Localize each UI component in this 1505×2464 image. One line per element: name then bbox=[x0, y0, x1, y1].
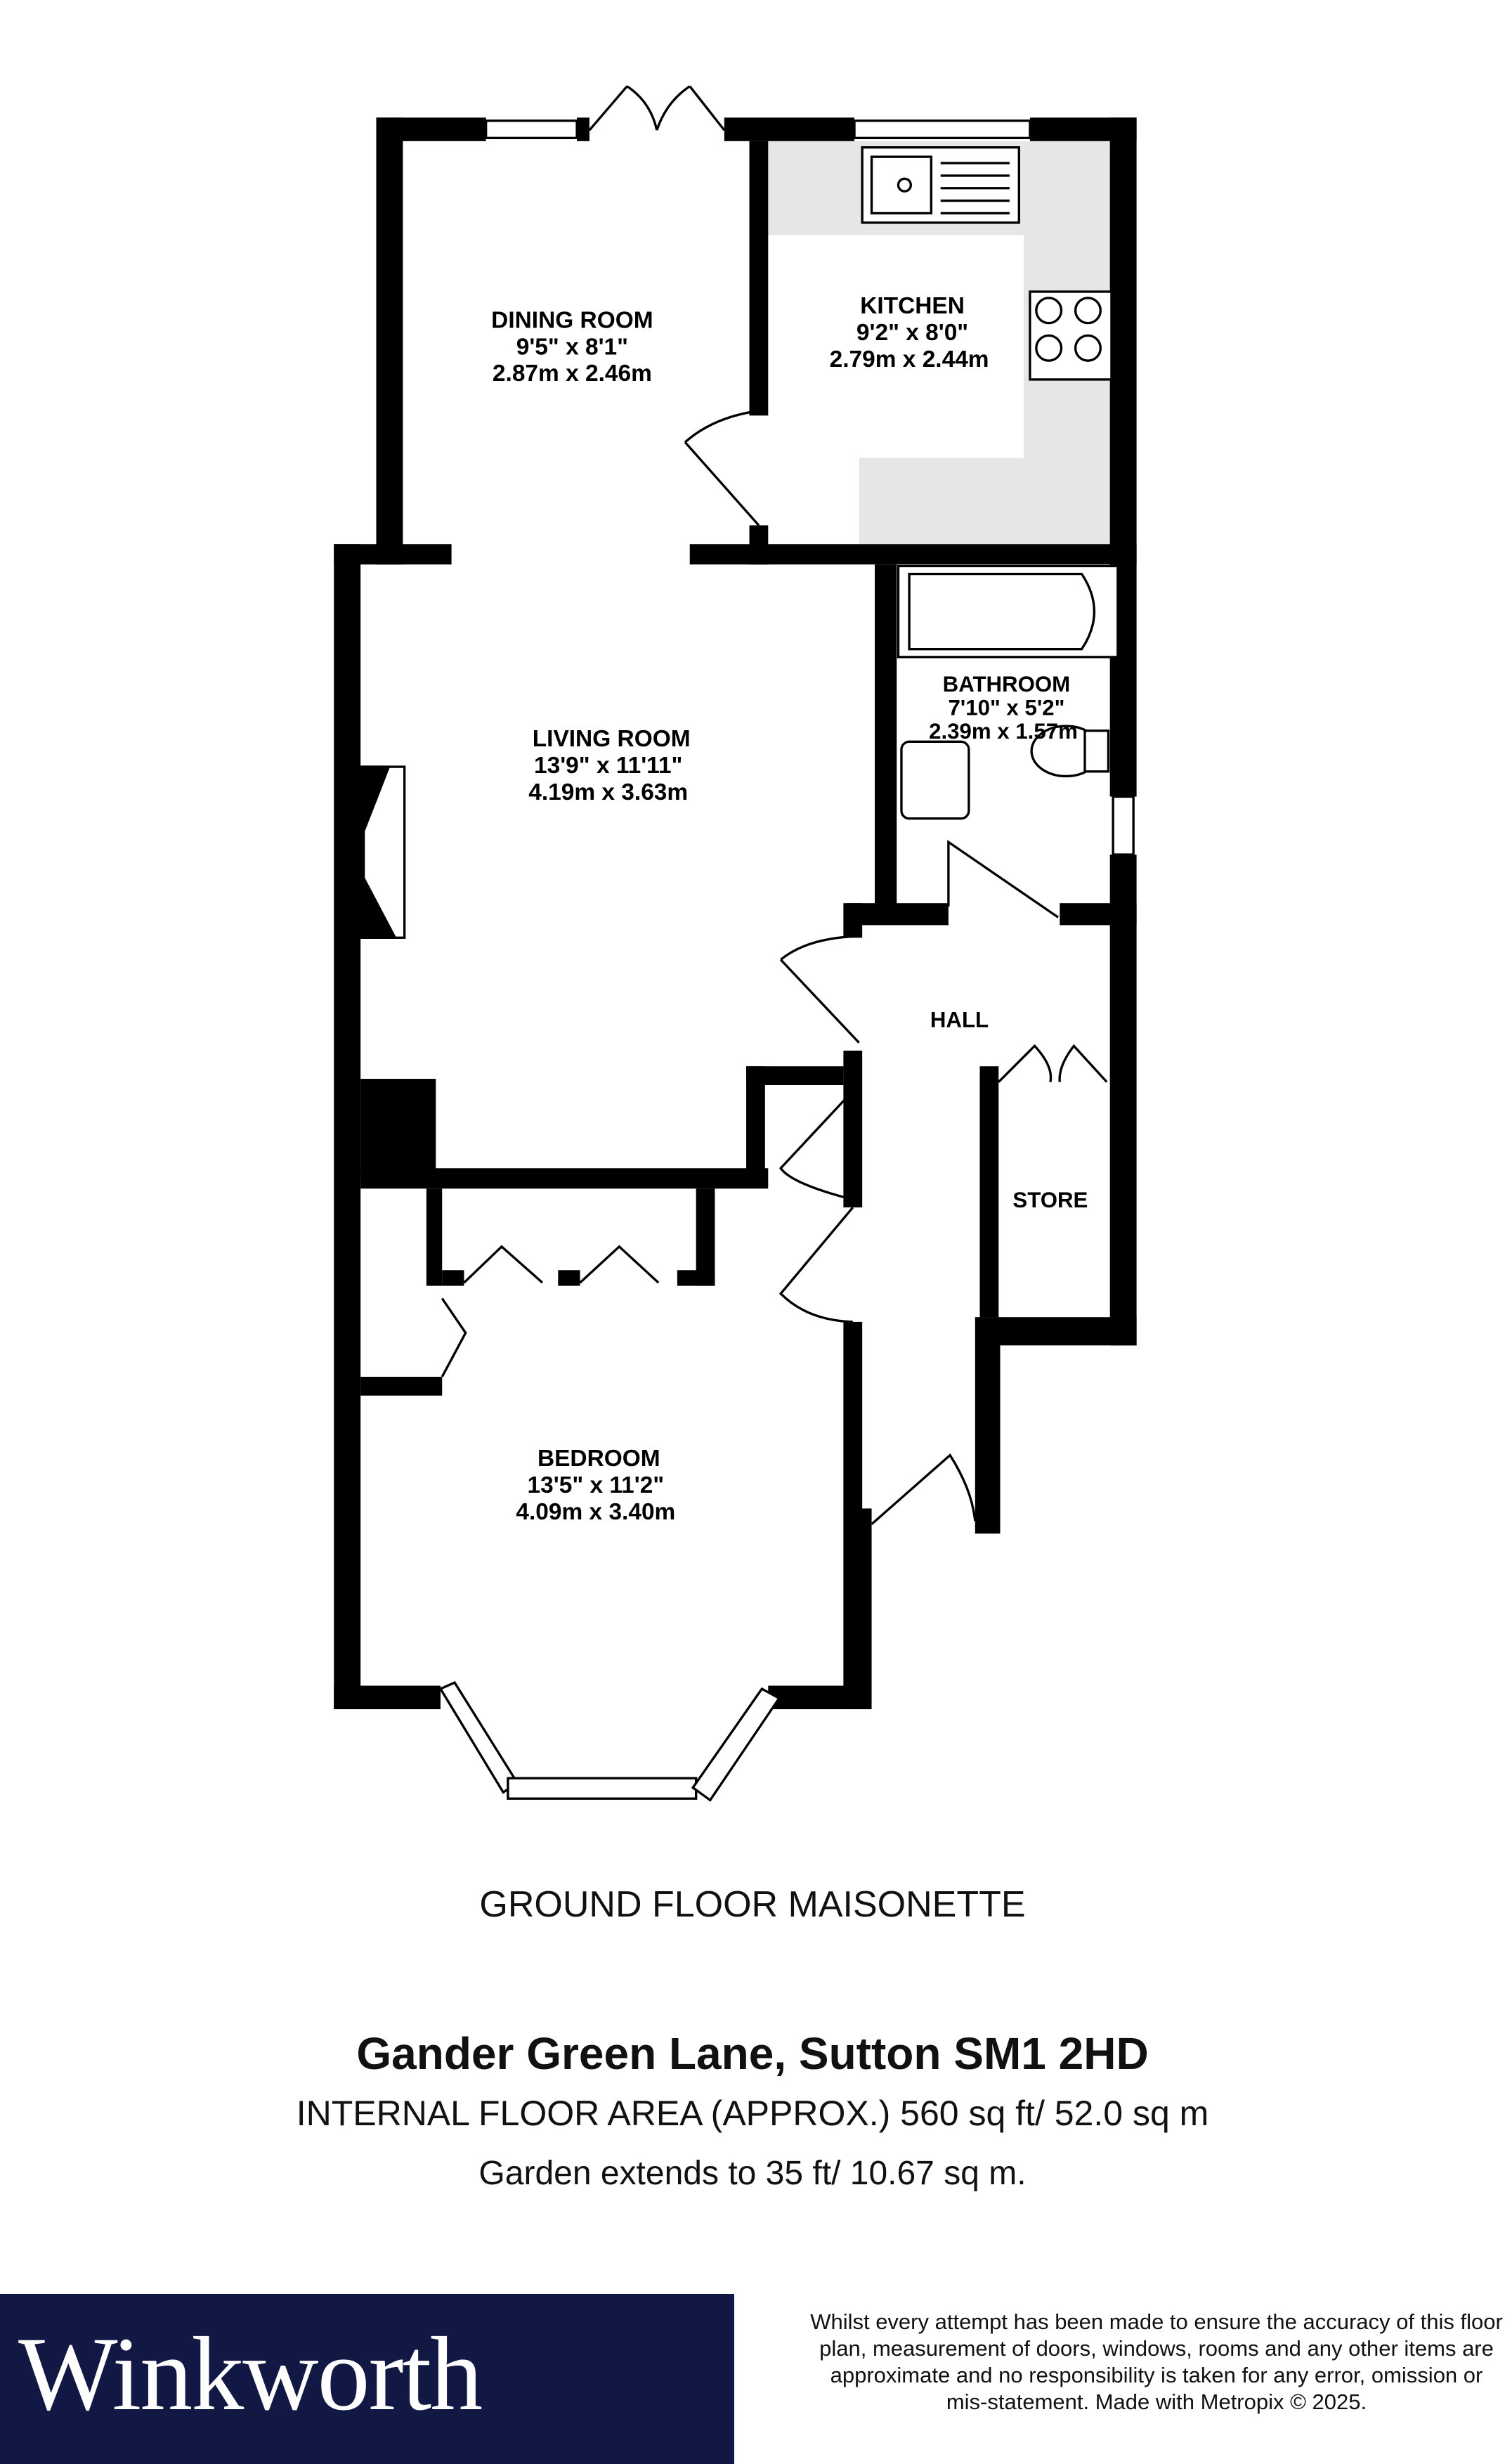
garden-size: Garden extends to 35 ft/ 10.67 sq m. bbox=[478, 2155, 1027, 2192]
room-imperial: 7'10" x 5'2" bbox=[948, 695, 1064, 720]
kitchen-worktop bbox=[768, 141, 1110, 545]
room-metric: 2.79m x 2.44m bbox=[830, 346, 989, 372]
room-imperial: 9'2" x 8'0" bbox=[856, 320, 968, 346]
room-name: KITCHEN bbox=[860, 293, 965, 319]
fixtures bbox=[359, 146, 1119, 939]
room-labels: DINING ROOM 9'5" x 8'1" 2.87m x 2.46m KI… bbox=[491, 293, 1088, 1525]
brand-logo: Winkworth bbox=[0, 2294, 734, 2464]
doors bbox=[441, 85, 1108, 1525]
property-address: Gander Green Lane, Sutton SM1 2HD bbox=[356, 2028, 1149, 2079]
room-name: BATHROOM bbox=[943, 672, 1071, 696]
floor-label: GROUND FLOOR MAISONETTE bbox=[479, 1884, 1026, 1925]
room-name: LIVING ROOM bbox=[533, 726, 691, 752]
disclaimer: Whilst every attempt has been made to en… bbox=[810, 2309, 1503, 2414]
room-imperial: 9'5" x 8'1" bbox=[516, 334, 628, 360]
basin-icon bbox=[900, 740, 970, 820]
room-name: BEDROOM bbox=[538, 1446, 660, 1472]
room-name: HALL bbox=[930, 1007, 989, 1032]
room-metric: 4.09m x 3.40m bbox=[516, 1499, 675, 1525]
room-imperial: 13'9" x 11'11" bbox=[534, 753, 682, 779]
walls bbox=[334, 117, 1137, 1710]
room-metric: 2.87m x 2.46m bbox=[493, 361, 652, 387]
room-imperial: 13'5" x 11'2" bbox=[528, 1472, 665, 1498]
room-metric: 4.19m x 3.63m bbox=[528, 779, 688, 805]
room-name: DINING ROOM bbox=[491, 307, 653, 333]
windows bbox=[438, 119, 1135, 1802]
brand-name: Winkworth bbox=[18, 2316, 483, 2432]
room-name: STORE bbox=[1012, 1188, 1088, 1212]
floor-plan: DINING ROOM 9'5" x 8'1" 2.87m x 2.46m KI… bbox=[334, 85, 1137, 1802]
floor-area: INTERNAL FLOOR AREA (APPROX.) 560 sq ft/… bbox=[296, 2094, 1209, 2133]
room-metric: 2.39m x 1.57m bbox=[929, 719, 1078, 744]
